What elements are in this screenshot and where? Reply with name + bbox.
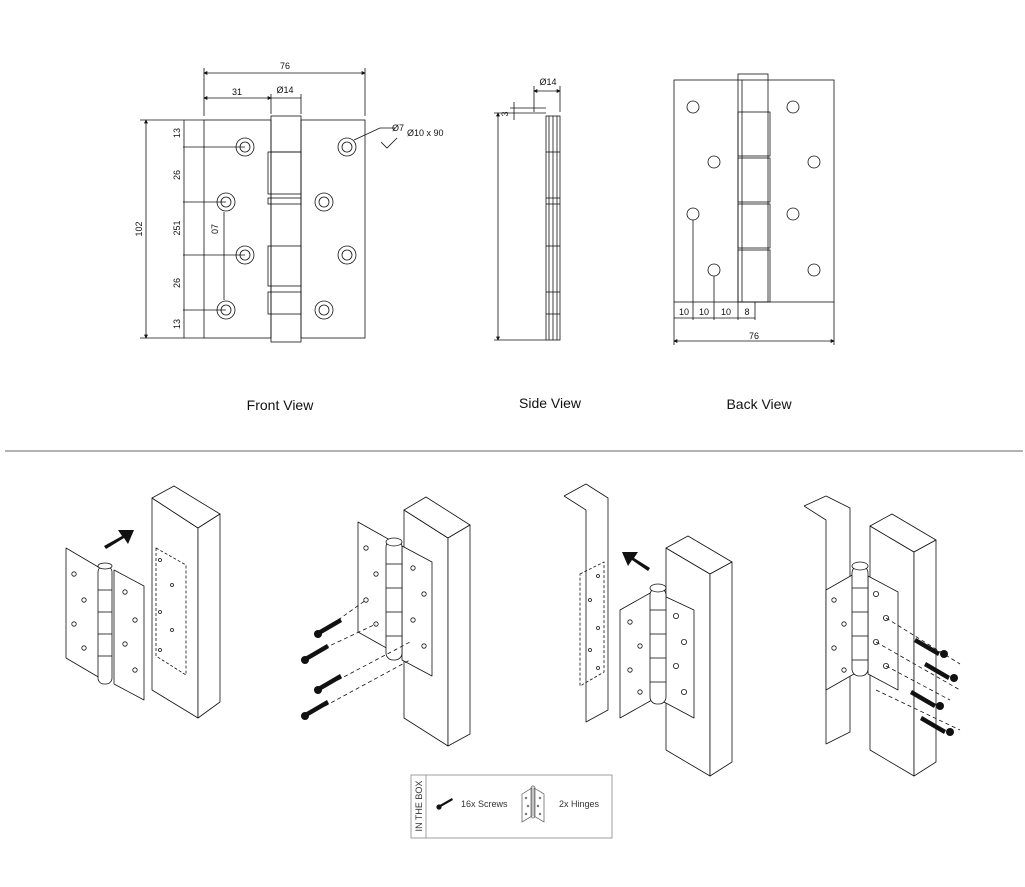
back-dim-overall: 76 <box>749 331 759 341</box>
screws-label: 16x Screws <box>461 799 508 809</box>
back-view <box>673 73 835 345</box>
front-dimension-labels: 76 31 Ø14 Ø7 Ø10 x 90 13 26 251 26 13 10… <box>134 61 444 329</box>
in-the-box-panel <box>410 774 613 839</box>
front-dim-gap2: 26 <box>172 278 182 288</box>
back-view-caption: Back View <box>726 396 792 412</box>
front-dim-countersink: Ø10 x 90 <box>407 128 444 138</box>
front-view <box>140 68 398 343</box>
install-step-2 <box>324 496 471 747</box>
side-dimension-labels: Ø14 3 <box>500 77 557 117</box>
screw-icon <box>436 798 453 810</box>
front-dim-gap1: 26 <box>172 170 182 180</box>
front-dim-overall: 76 <box>280 61 290 71</box>
front-view-caption: Front View <box>246 397 314 413</box>
back-dimension-labels: 10 10 10 8 76 <box>679 307 759 341</box>
hinge-icon <box>521 785 545 823</box>
in-the-box-heading: IN THE BOX <box>414 781 424 832</box>
arrow-icon <box>622 552 650 571</box>
back-dim-b: 10 <box>699 307 709 317</box>
back-dim-c: 10 <box>721 307 731 317</box>
screws-step-4 <box>910 638 958 736</box>
front-dim-top: 13 <box>172 128 182 138</box>
side-dim-thickness: 3 <box>500 111 510 116</box>
install-step-1 <box>65 485 221 719</box>
front-dim-height: 102 <box>134 221 144 236</box>
front-dim-bottom: 13 <box>172 319 182 329</box>
screws-step-2 <box>301 618 342 720</box>
side-view-caption: Side View <box>518 395 582 411</box>
install-step-3 <box>563 483 733 777</box>
front-dim-knuckle: Ø14 <box>276 85 293 95</box>
arrow-icon <box>104 530 134 549</box>
front-dim-inner: 07 <box>210 224 220 234</box>
back-dim-d: 8 <box>744 307 749 317</box>
side-dim-knuckle: Ø14 <box>539 77 556 87</box>
side-view <box>494 86 561 341</box>
install-step-4 <box>803 495 961 777</box>
front-dim-mid: 251 <box>172 220 182 235</box>
front-dim-hole: Ø7 <box>392 123 404 133</box>
back-dim-a: 10 <box>679 307 689 317</box>
front-dim-leaf: 31 <box>232 87 242 97</box>
hinges-label: 2x Hinges <box>559 799 600 809</box>
